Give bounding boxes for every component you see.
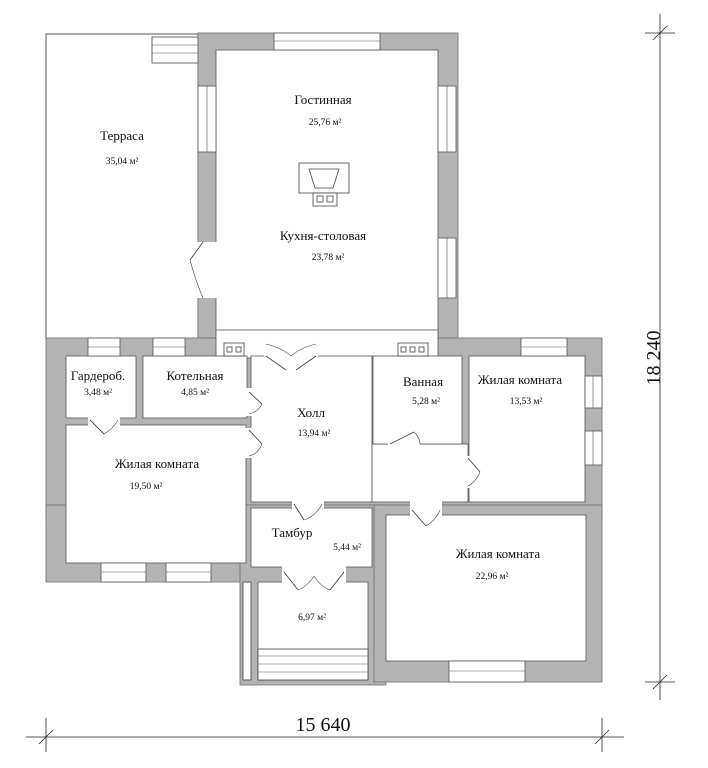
bathroom-floor [372,355,463,445]
doors [88,241,481,591]
dimension-width: 15 640 [26,714,624,752]
kitchen-area: 23,78 м² [312,253,345,263]
windows [87,32,603,683]
boiler-name: Котельная [167,368,224,383]
room-floors [65,49,587,681]
terrace-steps [151,36,199,64]
boiler-floor [142,355,248,419]
bedroom3-area: 22,96 м² [476,572,509,582]
terrace-floor [45,33,199,340]
porch-steps [257,648,369,681]
wardrobe-floor [65,355,137,419]
bathroom-name: Ванная [403,374,443,389]
bedroom2-name: Жилая комната [115,456,199,471]
width-label: 15 640 [296,714,351,736]
room-labels: Терраса 35,04 м² Гостинная 25,76 м² Кухн… [71,92,563,623]
height-label: 18 240 [643,331,665,386]
wardrobe-name: Гардероб. [71,368,126,383]
dimension-height: 18 240 [643,14,675,700]
fireplace [298,162,350,207]
terrace-area: 35,04 м² [106,157,139,167]
hall-area: 13,94 м² [298,429,331,439]
bathroom-area: 5,28 м² [412,397,440,407]
kitchen-name: Кухня-столовая [280,228,366,243]
terrace-name: Терраса [100,128,144,143]
living-name: Гостинная [294,92,351,107]
bedroom1-name: Жилая комната [478,372,562,387]
vestibule-name: Тамбур [272,525,313,540]
bedroom1-area: 13,53 м² [510,397,543,407]
bedroom3-floor [385,514,587,662]
bedroom2-floor [65,424,247,564]
vestibule-floor [250,507,373,568]
bedroom3-name: Жилая комната [456,546,540,561]
hall-name: Холл [297,405,325,420]
living-area: 25,76 м² [309,118,342,128]
bedroom2-area: 19,50 м² [130,482,163,492]
hall-corridor-floor [371,443,469,503]
porch-railing [242,581,252,681]
bedroom1-floor [468,355,586,503]
wardrobe-area: 3,48 м² [84,388,112,398]
vent-blocks [223,342,429,357]
boiler-area: 4,85 м² [181,388,209,398]
vestibule-area: 5,44 м² [333,543,361,553]
porch-area: 6,97 м² [298,613,326,623]
